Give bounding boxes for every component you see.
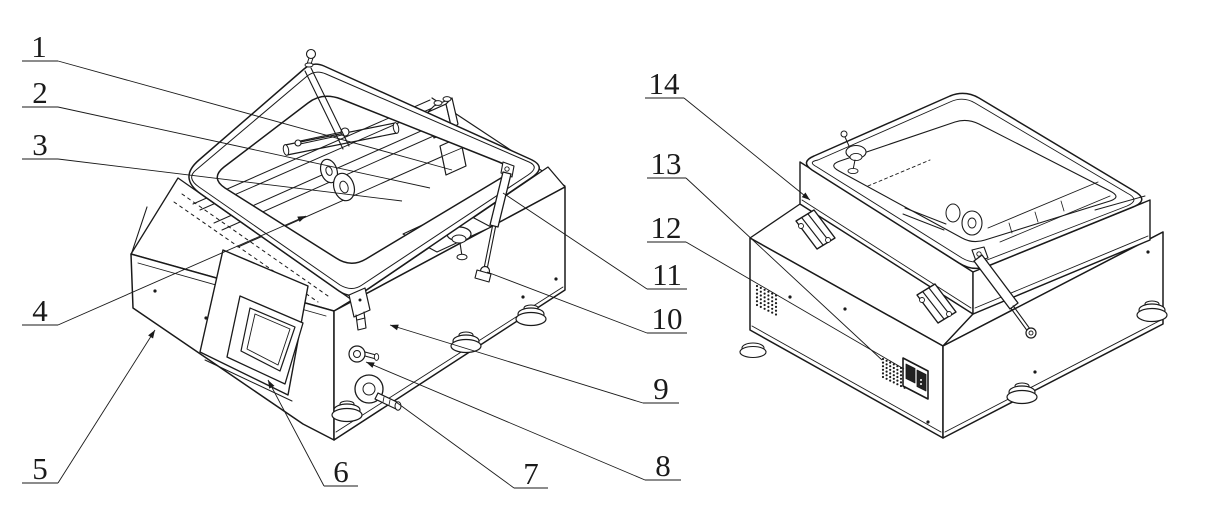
callouts-layer: 1 2 3 4 5 6 7 <box>22 29 905 491</box>
callout-10-label: 10 <box>652 301 683 336</box>
leader-line <box>57 215 307 326</box>
perforated-strip <box>181 193 329 297</box>
callout-12-label: 12 <box>651 210 682 245</box>
callout-14: 14 <box>645 66 811 201</box>
leader-line <box>683 97 811 201</box>
leader-line <box>57 329 156 484</box>
vacuum-knob-small <box>348 345 380 363</box>
callout-1: 1 <box>22 29 453 171</box>
suction-foot <box>331 400 363 423</box>
hinge <box>795 209 836 250</box>
callout-4-label: 4 <box>32 293 48 328</box>
callout-14-label: 14 <box>649 66 681 101</box>
callout-12: 12 <box>647 210 905 370</box>
leader-line <box>57 158 403 202</box>
rivet <box>1033 370 1037 374</box>
callout-7: 7 <box>395 401 548 491</box>
callout-13-label: 13 <box>651 146 682 181</box>
callout-1-label: 1 <box>31 29 47 64</box>
leader-line <box>395 401 515 489</box>
callout-11-label: 11 <box>652 257 682 292</box>
rivet <box>521 295 525 299</box>
callout-7-label: 7 <box>523 456 539 491</box>
callout-9: 9 <box>389 324 679 406</box>
leader-line <box>57 106 431 189</box>
callout-5-label: 5 <box>32 451 48 486</box>
machine-front-view <box>130 48 566 441</box>
leader-line <box>486 271 648 334</box>
callout-4: 4 <box>22 215 307 328</box>
suction-foot <box>1006 382 1038 405</box>
leader-line <box>365 361 646 481</box>
leader-line <box>685 177 883 361</box>
suction-foot <box>515 304 547 327</box>
callout-10: 10 <box>486 271 687 336</box>
vent-pin <box>840 130 850 147</box>
dome-knob <box>446 226 472 261</box>
lid-brace <box>304 70 344 150</box>
callout-3: 3 <box>22 127 403 202</box>
gas-spring-rear <box>971 246 1037 339</box>
inner-mechanism <box>867 159 1111 243</box>
callout-13: 13 <box>647 146 883 361</box>
leader-line <box>502 192 648 290</box>
base-side-panel <box>942 231 1164 439</box>
callout-6: 6 <box>267 379 358 489</box>
rivet <box>926 420 930 424</box>
leader-line <box>685 241 905 370</box>
rivet <box>788 295 792 299</box>
roller-wheels <box>319 158 356 202</box>
callout-3-label: 3 <box>32 127 48 162</box>
rivet <box>153 289 157 293</box>
leader-line <box>389 324 644 404</box>
callout-11: 11 <box>502 192 687 292</box>
control-console <box>199 249 309 402</box>
rivet <box>1146 250 1150 254</box>
lid-top <box>805 92 1146 270</box>
leader-line <box>267 379 325 487</box>
hand-wheel-knob <box>354 374 402 411</box>
machine-rear-view <box>739 92 1168 439</box>
gas-spring <box>474 161 515 283</box>
toggle-latch <box>348 287 371 331</box>
callout-2: 2 <box>22 75 431 189</box>
callout-5: 5 <box>22 329 156 486</box>
callout-8: 8 <box>365 361 681 483</box>
suction-foot <box>739 342 767 359</box>
callout-9-label: 9 <box>653 371 669 406</box>
hinge <box>916 283 957 324</box>
dome-knob <box>845 144 867 175</box>
rivet <box>843 307 847 311</box>
slide-tube <box>286 132 398 156</box>
lid-knob <box>304 48 317 68</box>
leader-line <box>57 60 453 171</box>
power-switch-module <box>902 357 929 400</box>
callout-6-label: 6 <box>333 454 349 489</box>
suction-foot <box>1136 300 1168 323</box>
rivet <box>554 277 558 281</box>
perforated-strip <box>173 201 319 303</box>
callout-2-label: 2 <box>32 75 48 110</box>
callout-8-label: 8 <box>655 448 671 483</box>
suction-foot <box>450 331 482 354</box>
